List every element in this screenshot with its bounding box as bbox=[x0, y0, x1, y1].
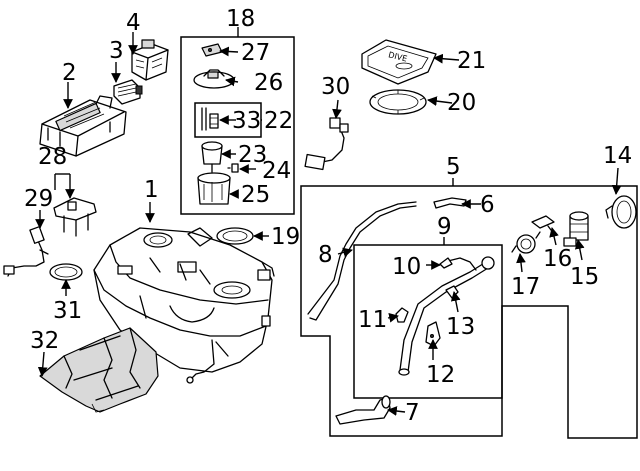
fuel-cap-part bbox=[605, 195, 637, 229]
vapor-canister-part bbox=[39, 95, 127, 157]
callout-32: 32 bbox=[30, 328, 59, 354]
filler-pipe-sub-box bbox=[353, 244, 503, 399]
pump-sensor-part bbox=[227, 163, 239, 173]
callout-6: 6 bbox=[480, 192, 495, 218]
filler-hose-part bbox=[335, 395, 391, 425]
callout-8: 8 bbox=[318, 242, 333, 268]
callout-10: 10 bbox=[392, 254, 421, 280]
callout-23: 23 bbox=[238, 142, 267, 168]
callout-29: 29 bbox=[24, 186, 53, 212]
callout-22: 22 bbox=[264, 108, 293, 134]
callout-1: 1 bbox=[144, 177, 159, 203]
pump-cover-clip-part bbox=[201, 43, 223, 57]
callout-15: 15 bbox=[570, 264, 599, 290]
callout-19: 19 bbox=[271, 224, 300, 250]
vent-sensor-harness-part bbox=[3, 226, 49, 277]
lock-ring-part bbox=[193, 69, 235, 89]
filler-clip-part bbox=[439, 257, 453, 269]
pressure-regulator-part bbox=[201, 141, 223, 173]
callout-24: 24 bbox=[262, 158, 291, 184]
callout-25: 25 bbox=[241, 182, 270, 208]
access-cover-plate-part: DIVE bbox=[361, 39, 437, 85]
callout-leaders bbox=[35, 27, 622, 416]
callout-3: 3 bbox=[109, 38, 124, 64]
callout-26: 26 bbox=[254, 70, 283, 96]
callout-33: 33 bbox=[232, 108, 261, 134]
fuel-filter-part bbox=[201, 107, 219, 131]
plate-lettering: DIVE bbox=[387, 50, 408, 63]
seal-ring-part bbox=[49, 263, 83, 281]
mounting-bracket-part bbox=[53, 197, 97, 237]
access-seal-ring-part bbox=[369, 89, 427, 115]
callout-12: 12 bbox=[426, 362, 455, 388]
callout-28: 28 bbox=[38, 144, 67, 170]
fuel-pump-part bbox=[197, 172, 231, 205]
callout-16: 16 bbox=[543, 246, 572, 272]
filler-pipe-part bbox=[398, 256, 495, 376]
callout-17: 17 bbox=[511, 274, 540, 300]
filler-bolt-part bbox=[445, 285, 459, 299]
bracket-module-part bbox=[131, 39, 169, 81]
callout-30: 30 bbox=[321, 74, 350, 100]
leak-detection-pump-part bbox=[563, 211, 589, 247]
pump-wiring-harness-part bbox=[304, 117, 349, 171]
callout-14: 14 bbox=[603, 143, 632, 169]
callout-11: 11 bbox=[358, 307, 387, 333]
vent-tube-part-outline bbox=[307, 201, 417, 315]
callout-27: 27 bbox=[241, 40, 270, 66]
callout-2: 2 bbox=[62, 60, 77, 86]
callout-5: 5 bbox=[446, 154, 461, 180]
check-valve-part bbox=[511, 231, 541, 254]
purge-valve-part bbox=[113, 79, 143, 105]
heat-shield-part bbox=[39, 327, 159, 413]
callout-13: 13 bbox=[446, 314, 475, 340]
filler-bracket-part bbox=[395, 307, 409, 323]
callout-21: 21 bbox=[457, 48, 486, 74]
tank-gasket-part bbox=[216, 227, 254, 245]
callout-31: 31 bbox=[53, 298, 82, 324]
callout-18: 18 bbox=[226, 6, 255, 32]
hose-connector-part bbox=[531, 215, 555, 235]
vent-hose-part bbox=[433, 197, 467, 209]
callout-9: 9 bbox=[437, 214, 452, 240]
callout-7: 7 bbox=[405, 400, 420, 426]
callout-4: 4 bbox=[126, 10, 141, 36]
callout-20: 20 bbox=[447, 90, 476, 116]
